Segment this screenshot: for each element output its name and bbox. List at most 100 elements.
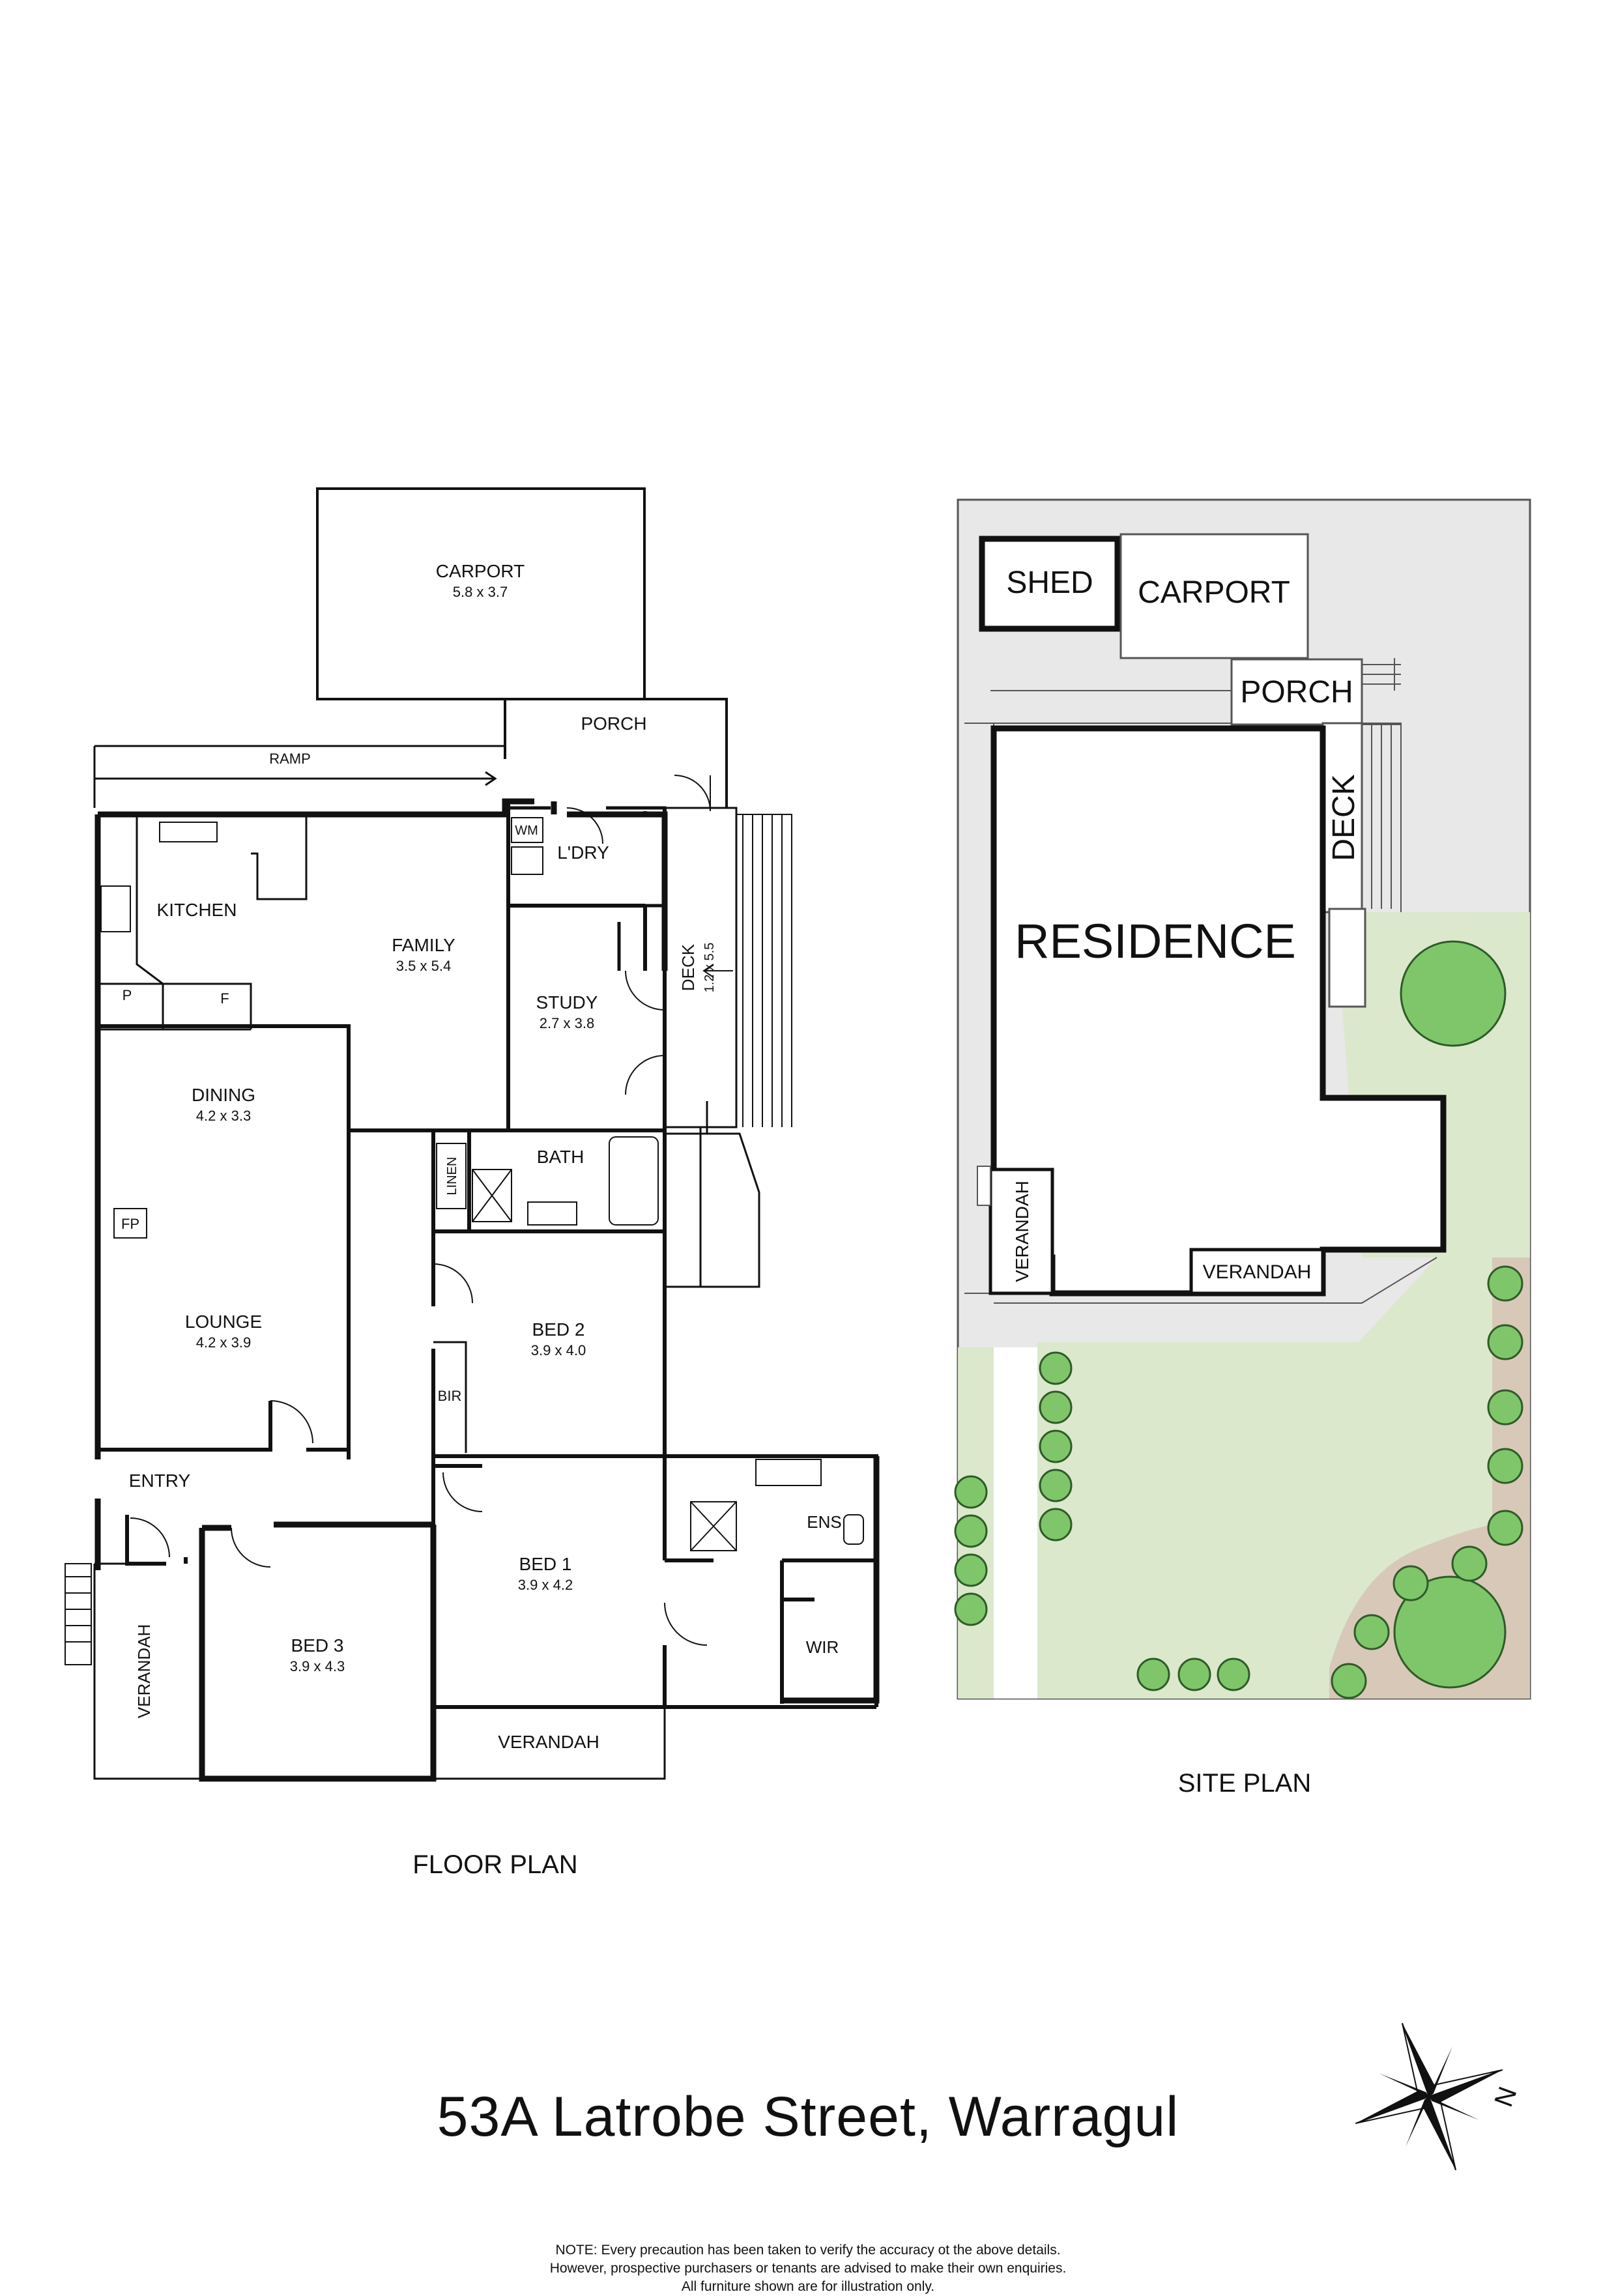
label-dining: DINING xyxy=(192,1085,255,1105)
site-plan xyxy=(954,498,1531,1700)
site-verandah-side-label-group: VERANDAH xyxy=(1012,1181,1032,1282)
ens-vanity xyxy=(755,1459,822,1486)
verandah-bottom-outline xyxy=(432,1707,666,1780)
dims-family: 3.5 x 5.4 xyxy=(396,958,451,974)
linen-label-group: LINEN xyxy=(445,1157,459,1196)
washing-machine xyxy=(511,817,543,843)
site-front-path xyxy=(994,1257,1437,1304)
site-plan-labels: SHED CARPORT PORCH DECK RESIDENCE VERAND… xyxy=(1006,566,1361,1283)
label-carport: CARPORT xyxy=(436,561,525,581)
ens-walls xyxy=(665,1454,876,1704)
dims-bed2: 3.9 x 4.0 xyxy=(531,1342,586,1358)
deck-label-group: DECK 1.2 x 5.5 xyxy=(678,943,717,993)
compass-rose-icon xyxy=(1355,2022,1503,2171)
label-fridge: F xyxy=(220,990,229,1007)
site-shed xyxy=(979,536,1121,632)
site-label-porch: PORCH xyxy=(1240,675,1353,710)
porch-door xyxy=(674,775,711,812)
label-bed1: BED 1 xyxy=(519,1554,572,1574)
tree-icon xyxy=(1217,1657,1250,1691)
label-ens: ENS xyxy=(807,1512,841,1532)
side-path xyxy=(994,1347,1037,1699)
ens-shower xyxy=(690,1501,737,1551)
cooktop xyxy=(100,885,131,932)
tree-icon xyxy=(1331,1663,1367,1699)
tree-icon xyxy=(1039,1390,1073,1424)
tree-icon xyxy=(954,1475,988,1509)
tree-icon xyxy=(1487,1389,1523,1426)
property-address-title: 53A Latrobe Street, Warragul xyxy=(437,2086,1179,2148)
label-linen: LINEN xyxy=(445,1157,459,1196)
verandah-left-outline xyxy=(93,1562,202,1780)
note-line: However, prospective purchasers or tenan… xyxy=(549,2261,1067,2276)
site-deck xyxy=(1321,722,1363,913)
label-wir: WIR xyxy=(806,1637,839,1657)
rear-steps xyxy=(665,1101,760,1288)
tree-icon xyxy=(1487,1324,1523,1360)
verandah-left-label-group: VERANDAH xyxy=(134,1624,154,1718)
study-walls xyxy=(506,801,667,1132)
laundry-door xyxy=(566,807,603,844)
floor-plan xyxy=(65,487,880,1782)
floor-plan-labels: CARPORT 5.8 x 3.7 PORCH RAMP KITCHEN FAM… xyxy=(121,561,842,1752)
label-bath: BATH xyxy=(537,1147,584,1167)
tree-icon xyxy=(954,1553,988,1587)
dims-bed1: 3.9 x 4.2 xyxy=(518,1577,573,1593)
site-verandah-steps xyxy=(977,1166,991,1206)
dims-bed3: 3.9 x 4.3 xyxy=(290,1658,345,1674)
site-label-carport: CARPORT xyxy=(1138,575,1290,610)
tree-icon xyxy=(1392,1565,1429,1601)
tree-icon xyxy=(1039,1469,1073,1502)
label-bed3: BED 3 xyxy=(291,1635,344,1656)
lounge-wall xyxy=(98,1401,272,1452)
sink xyxy=(159,822,218,842)
ens-shower-cross xyxy=(690,1501,737,1551)
hall-walls xyxy=(125,1450,482,1566)
tree-icon xyxy=(1039,1508,1073,1542)
site-chimney xyxy=(1328,908,1366,1008)
label-ramp: RAMP xyxy=(269,751,311,767)
note-line: All furniture shown are for illustration… xyxy=(681,2279,935,2294)
tree-icon xyxy=(1039,1429,1073,1463)
dims-dining: 4.2 x 3.3 xyxy=(196,1108,251,1124)
label-deck: DECK xyxy=(678,943,698,991)
linen-cupboard xyxy=(436,1143,467,1209)
bed2-bir xyxy=(433,1341,467,1453)
label-verandah-left: VERANDAH xyxy=(134,1624,154,1718)
shower xyxy=(472,1169,512,1222)
ens-toilet xyxy=(843,1514,864,1545)
label-porch: PORCH xyxy=(581,713,646,734)
dims-lounge: 4.2 x 3.9 xyxy=(196,1334,251,1351)
carport-outline xyxy=(316,487,646,700)
site-label-shed: SHED xyxy=(1006,566,1093,600)
ramp xyxy=(93,745,505,808)
tree-icon xyxy=(1393,1575,1507,1689)
vanity xyxy=(527,1201,577,1226)
tree-icon xyxy=(954,1514,988,1548)
label-verandah-bottom: VERANDAH xyxy=(498,1732,599,1752)
site-trees xyxy=(954,940,1523,1699)
site-deck-label-group: DECK xyxy=(1327,774,1361,861)
tree-icon xyxy=(1451,1545,1488,1582)
label-entry: ENTRY xyxy=(129,1471,191,1491)
ens-bottom-wall xyxy=(782,1456,880,1704)
site-porch-steps xyxy=(1362,658,1401,691)
label-wm: WM xyxy=(515,824,538,838)
ramp-arrow xyxy=(469,771,497,786)
bed3-door xyxy=(231,1527,271,1568)
floor-plan-caption: FLOOR PLAN xyxy=(412,1850,578,1879)
label-bir: BIR xyxy=(438,1388,462,1404)
tree-icon xyxy=(1353,1614,1390,1650)
site-carport xyxy=(1119,533,1309,659)
laundry-trough xyxy=(511,846,543,875)
site-label-verandah-front: VERANDAH xyxy=(1203,1261,1312,1283)
label-bed2: BED 2 xyxy=(532,1319,585,1340)
dims-carport: 5.8 x 3.7 xyxy=(453,584,508,600)
study-door xyxy=(625,970,665,1095)
tree-icon xyxy=(1487,1510,1523,1546)
bed2-door xyxy=(433,1263,473,1304)
label-fp: FP xyxy=(121,1216,139,1232)
deck-arrow xyxy=(702,964,733,978)
site-deck-stairs xyxy=(1362,724,1402,909)
tree-icon xyxy=(1487,1265,1523,1302)
